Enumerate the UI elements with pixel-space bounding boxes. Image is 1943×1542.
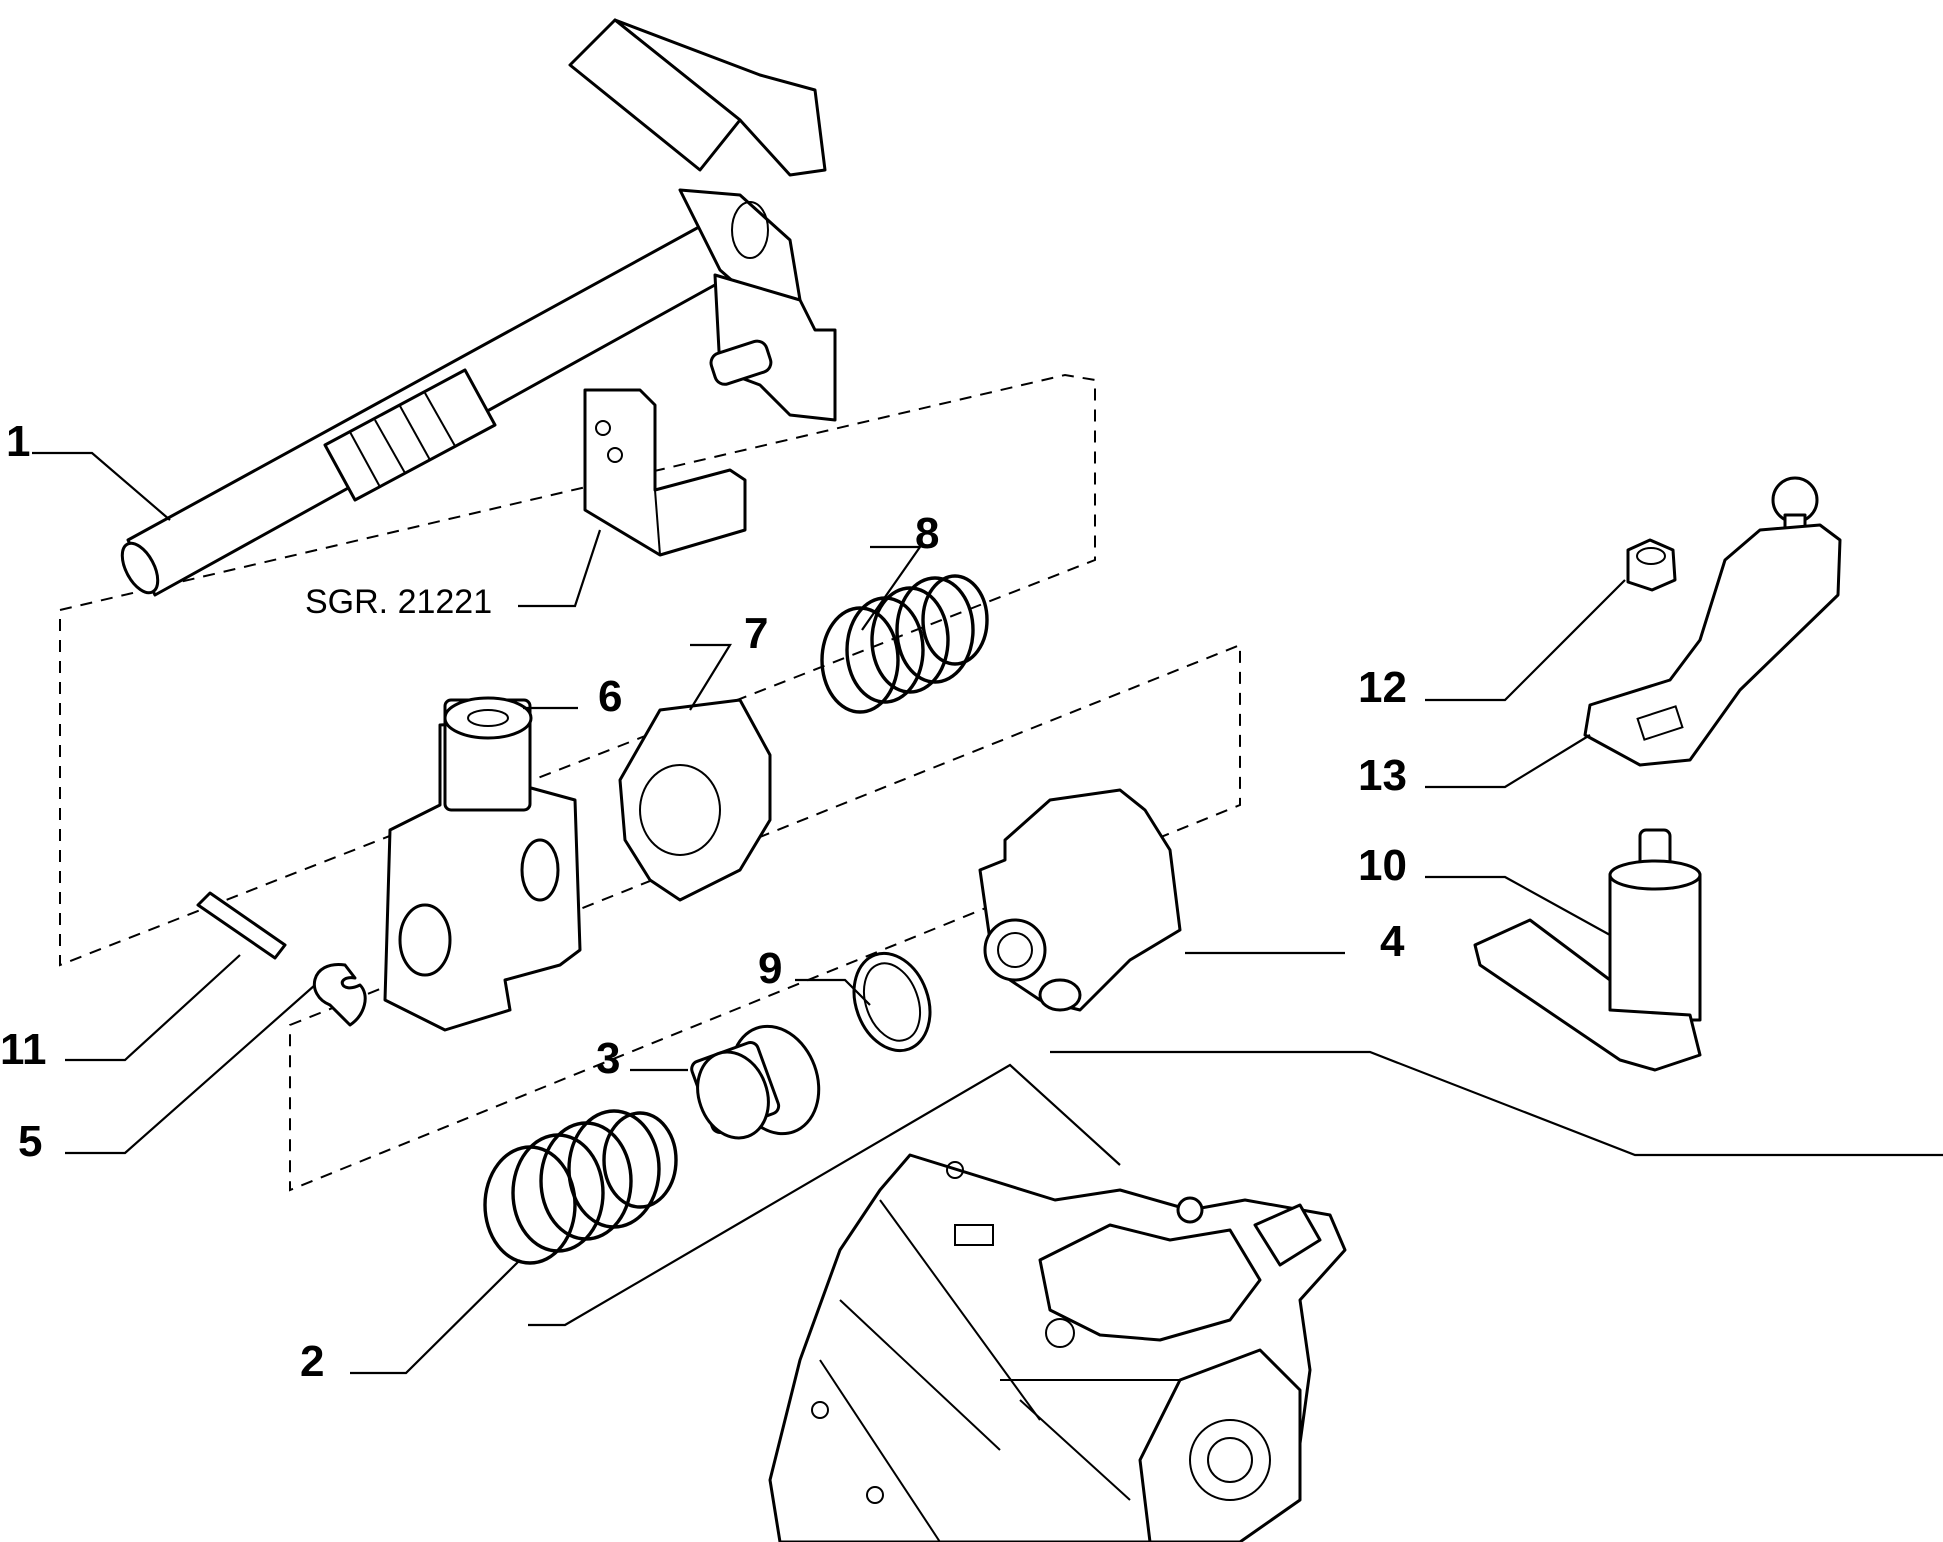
leader-2 xyxy=(350,1259,521,1375)
ball-lever xyxy=(1583,476,1842,767)
leader-10 xyxy=(1425,875,1611,936)
bushing xyxy=(690,1024,821,1140)
lever-shaft xyxy=(1473,828,1702,1072)
label-12: 12 xyxy=(1358,663,1407,712)
label-5: 5 xyxy=(18,1117,42,1166)
label-11: 11 xyxy=(0,1025,47,1074)
sgr-bracket xyxy=(583,388,747,557)
label-3: 3 xyxy=(596,1034,620,1083)
leader-11 xyxy=(65,954,241,1062)
leader-5 xyxy=(65,984,316,1155)
label-7: 7 xyxy=(744,609,768,658)
leader-9 xyxy=(795,978,871,1006)
selector-shaft xyxy=(120,18,837,597)
leader-1 xyxy=(32,451,171,521)
label-4: 4 xyxy=(1380,917,1405,966)
label-6: 6 xyxy=(598,672,622,721)
washer xyxy=(852,951,932,1053)
leader-13 xyxy=(1425,734,1591,789)
label-sgr-reference: SGR. 21221 xyxy=(305,583,492,621)
selector-fork xyxy=(383,696,582,1032)
spring-lower xyxy=(483,1109,678,1265)
label-8: 8 xyxy=(915,509,939,558)
pin xyxy=(196,891,287,960)
nut xyxy=(1626,538,1677,592)
subassembly-box-lower xyxy=(289,643,1241,1192)
leader-7 xyxy=(689,643,732,711)
label-13: 13 xyxy=(1358,751,1407,800)
label-10: 10 xyxy=(1358,841,1407,890)
clip xyxy=(312,963,367,1027)
interlock-housing xyxy=(978,788,1182,1012)
leader-gearbox-left xyxy=(528,1063,1121,1327)
spring-upper xyxy=(820,574,989,714)
label-1: 1 xyxy=(6,417,30,466)
leader-8 xyxy=(861,545,923,631)
leader-gearbox-right xyxy=(1050,1050,1943,1157)
gearbox-assembly xyxy=(768,1153,1347,1542)
label-2: 2 xyxy=(300,1337,324,1386)
leader-sgr xyxy=(518,529,602,608)
flanged-bushing xyxy=(618,698,772,902)
leader-12 xyxy=(1425,579,1626,702)
label-9: 9 xyxy=(758,944,782,993)
